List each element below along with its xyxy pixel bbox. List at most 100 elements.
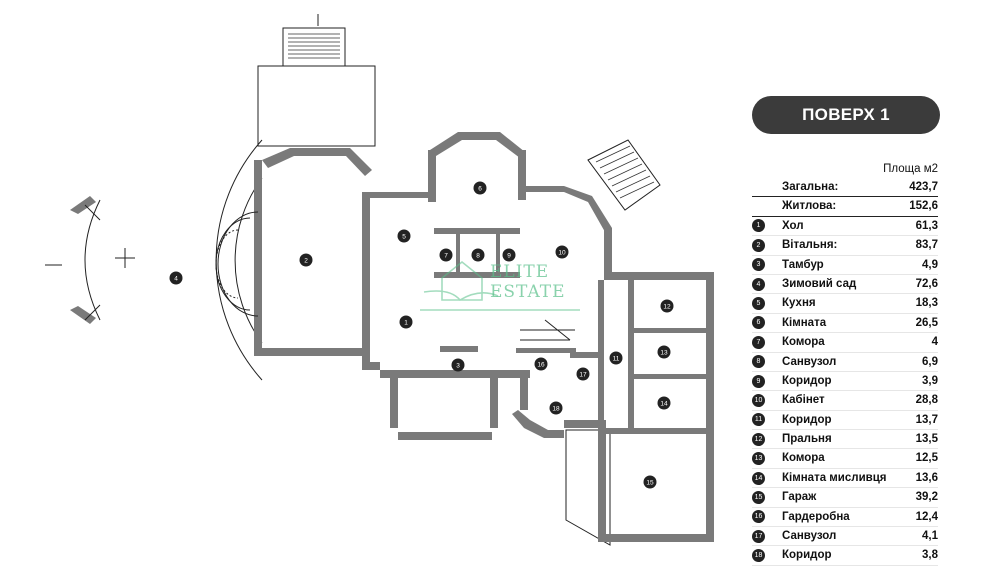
room-marker-label: 7 xyxy=(444,252,448,259)
area-legend: Площа м2 Загальна: 423,7 Житлова: 152,6 … xyxy=(752,160,938,566)
room-marker-label: 4 xyxy=(174,275,178,282)
room-row: 3 Тамбур 4,9 xyxy=(752,256,938,275)
room-marker-label: 12 xyxy=(663,303,671,310)
room-marker xyxy=(609,351,623,365)
room-marker-label: 18 xyxy=(552,405,560,412)
room-number-badge: 3 xyxy=(752,258,765,272)
room-marker-label: 14 xyxy=(660,400,668,407)
room-number-badge: 11 xyxy=(752,413,765,427)
room-marker-label: 17 xyxy=(579,371,587,378)
room-number-badge: 1 xyxy=(752,219,765,233)
room-name: Кімната xyxy=(782,316,827,329)
room-name: Кімната мисливця xyxy=(782,471,887,484)
room-marker xyxy=(534,357,548,371)
room-name: Хол xyxy=(782,219,804,232)
room-marker xyxy=(439,248,453,262)
room-marker-label: 2 xyxy=(304,257,308,264)
floor-label-badge: ПОВЕРХ 1 xyxy=(752,96,940,134)
room-row: 17 Санвузол 4,1 xyxy=(752,527,938,547)
living-value: 152,6 xyxy=(909,200,938,213)
room-name: Гараж xyxy=(782,491,817,504)
room-row: 14 Кімната мисливця 13,6 xyxy=(752,469,938,489)
room-area: 28,8 xyxy=(915,394,938,407)
room-name: Санвузол xyxy=(782,530,837,543)
room-marker-label: 13 xyxy=(660,349,668,356)
room-area: 72,6 xyxy=(915,277,938,290)
room-name: Кухня xyxy=(782,297,816,310)
room-marker-label: 9 xyxy=(507,252,511,259)
room-marker-label: 1 xyxy=(404,319,408,326)
room-marker xyxy=(657,345,671,359)
room-name: Гардеробна xyxy=(782,510,850,523)
room-row: 8 Санвузол 6,9 xyxy=(752,353,938,372)
room-name: Коридор xyxy=(782,413,832,426)
room-area: 6,9 xyxy=(922,355,938,368)
room-number-badge: 16 xyxy=(752,510,765,524)
room-area: 18,3 xyxy=(915,297,938,310)
room-name: Коридор xyxy=(782,549,832,562)
room-row: 11 Коридор 13,7 xyxy=(752,411,938,431)
room-area: 61,3 xyxy=(915,219,938,232)
room-name: Коридор xyxy=(782,374,832,387)
room-marker-label: 3 xyxy=(456,362,460,369)
room-area: 12,4 xyxy=(915,510,938,523)
room-marker xyxy=(451,358,465,372)
room-number-badge: 2 xyxy=(752,238,765,252)
room-number-badge: 17 xyxy=(752,529,765,543)
room-marker-label: 8 xyxy=(476,252,480,259)
room-marker xyxy=(299,253,313,267)
room-marker xyxy=(657,396,671,410)
room-name: Комора xyxy=(782,452,825,465)
room-name: Пральня xyxy=(782,433,832,446)
room-area: 4,1 xyxy=(922,530,938,543)
room-area: 83,7 xyxy=(915,239,938,252)
room-name: Зимовий сад xyxy=(782,277,857,290)
room-area: 12,5 xyxy=(915,452,938,465)
room-row: 1 Хол 61,3 xyxy=(752,217,938,237)
room-marker xyxy=(576,367,590,381)
room-marker xyxy=(169,271,183,285)
watermark-text: ELITE ESTATE xyxy=(490,262,566,302)
room-area: 3,9 xyxy=(922,374,938,387)
room-number-badge: 15 xyxy=(752,490,765,504)
room-name: Санвузол xyxy=(782,355,837,368)
room-area: 13,7 xyxy=(915,413,938,426)
room-number-badge: 10 xyxy=(752,393,765,407)
room-name: Комора xyxy=(782,336,825,349)
total-label: Загальна: xyxy=(782,181,839,193)
room-number-badge: 18 xyxy=(752,549,765,563)
total-area-row: Загальна: 423,7 xyxy=(752,178,938,198)
room-marker-label: 11 xyxy=(613,355,620,362)
room-marker xyxy=(502,248,516,262)
room-number-badge: 7 xyxy=(752,335,765,349)
elite-estate-watermark-logo xyxy=(420,260,580,311)
room-row: 16 Гардеробна 12,4 xyxy=(752,508,938,528)
room-marker-label: 15 xyxy=(646,479,654,486)
total-value: 423,7 xyxy=(909,181,938,193)
room-area: 13,6 xyxy=(915,471,938,484)
room-marker xyxy=(549,401,563,415)
room-marker xyxy=(471,248,485,262)
area-header: Площа м2 xyxy=(883,163,938,175)
room-number-badge: 14 xyxy=(752,471,765,485)
room-area: 4,9 xyxy=(922,258,938,271)
room-row: 9 Коридор 3,9 xyxy=(752,372,938,392)
room-area: 39,2 xyxy=(915,491,938,504)
room-marker xyxy=(397,229,411,243)
room-number-badge: 12 xyxy=(752,432,765,446)
room-row: 15 Гараж 39,2 xyxy=(752,488,938,508)
room-number-badge: 8 xyxy=(752,355,765,369)
living-label: Житлова: xyxy=(782,200,837,213)
room-area: 26,5 xyxy=(915,316,938,329)
room-number-badge: 9 xyxy=(752,374,765,388)
room-name: Тамбур xyxy=(782,258,824,271)
room-marker-label: 6 xyxy=(478,185,482,192)
room-area: 13,5 xyxy=(915,433,938,446)
